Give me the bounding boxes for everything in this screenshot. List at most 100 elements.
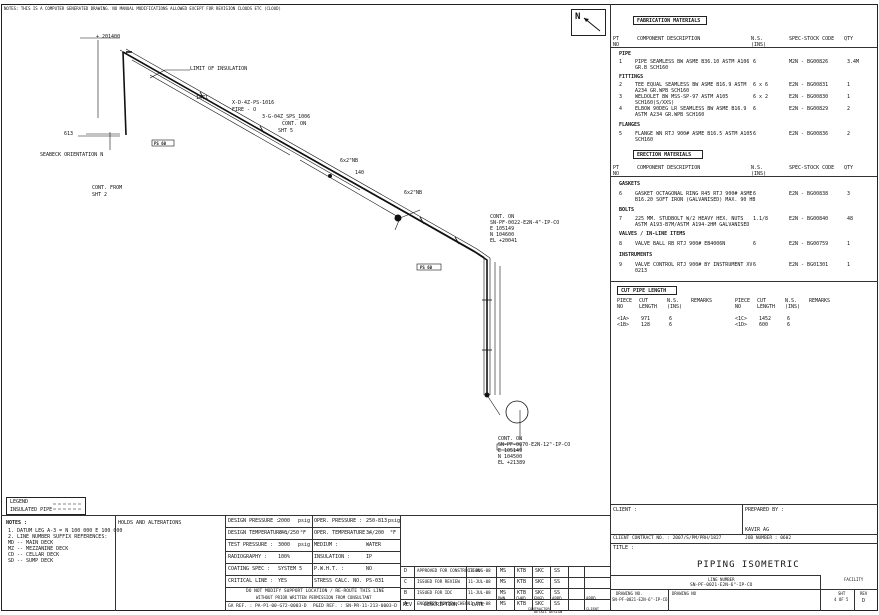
fabrication-title: FABRICATION MATERIALS bbox=[637, 18, 701, 24]
fab-row-5-spec: E2N - BG00836 bbox=[789, 131, 829, 137]
design-r4-value2: IP bbox=[366, 554, 373, 560]
weldolet-note: 6x2"NB bbox=[340, 158, 359, 164]
rev-row-2-desc: ISSUED FOR REVIEW bbox=[417, 579, 460, 584]
fab-row-1-desc2: GR.B SCH160 bbox=[635, 65, 669, 71]
rev-header-appd-client: APPD bbox=[586, 596, 596, 601]
rev-row-1-dwn: MS bbox=[500, 568, 507, 574]
ere-group-valves: VALVES / IN-LINE ITEMS bbox=[619, 231, 686, 237]
fab-group-pipe: PIPE bbox=[619, 51, 632, 57]
rev-row-2-appd: SS bbox=[554, 579, 561, 585]
note-line-6: SD -- SUMP DECK bbox=[8, 558, 54, 564]
dim-613: 613 bbox=[64, 131, 74, 137]
design-r2-unit2: °F bbox=[390, 530, 397, 536]
cut-header-length-1: CUT LENGTH bbox=[639, 298, 658, 310]
design-r2-value: -46/250 bbox=[278, 530, 300, 536]
erection-title-box bbox=[633, 150, 703, 159]
design-r1-unit: psig bbox=[298, 518, 311, 524]
design-r1-label2: OPER. PRESSURE : bbox=[314, 518, 363, 524]
right-panel-divider bbox=[610, 4, 611, 504]
pand-ref: P&ID REF. : SN-PR-11-213-0003-D bbox=[313, 604, 397, 609]
rev-rule-2 bbox=[400, 577, 610, 578]
weldolet-note-2: 6x2"NB bbox=[404, 190, 423, 196]
rev-header-desc: DESCRIPTION bbox=[424, 602, 458, 608]
notes-title: NOTES : bbox=[6, 520, 28, 526]
fab-row-4-ns: 6 bbox=[753, 106, 757, 112]
fab-header-qty: QTY bbox=[844, 36, 854, 42]
revision-headers: REV DESCRIPTION DATE DWN CHKD ENGD APPD … bbox=[400, 596, 610, 611]
fab-header-pt: PT NO bbox=[613, 36, 620, 48]
design-r6-label: CRITICAL LINE : bbox=[228, 578, 274, 584]
rev-rule-4 bbox=[400, 599, 610, 600]
fab-header-desc: COMPONENT DESCRIPTION bbox=[637, 36, 701, 42]
fab-group-flanges: FLANGES bbox=[619, 122, 641, 128]
fab-header-spec: SPEC-STOCK CODE bbox=[789, 36, 835, 42]
fab-row-3-ns: 6 x 2 bbox=[753, 94, 769, 100]
fab-row-1-desc: PIPE SEAMLESS BW ASME B36.10 ASTM A106 bbox=[635, 59, 750, 65]
ere-row-7-pt: 7 bbox=[619, 216, 623, 222]
rev-row-4-desc: ENGINEER REVIEW CHECK bbox=[417, 601, 470, 606]
revision-block: D APPROVED FOR CONSTRUCTION 13-AUG-08 MS… bbox=[400, 515, 610, 614]
rev-row-1-chkd: KTB bbox=[517, 568, 527, 574]
cut-row-1-piece-1: <1A> bbox=[617, 316, 630, 322]
ga-ref: GA REF. : PA-P1-00-G72-0003-D bbox=[228, 604, 307, 609]
rev-row-1-rev: D bbox=[404, 568, 408, 574]
line-number: SN-PF-0021-E2N-6"-IP-CO bbox=[690, 583, 753, 588]
cut-row-2-length-1: 128 bbox=[641, 322, 651, 328]
note-line-3: MD -- MAIN DECK bbox=[8, 540, 54, 546]
rev-col-1 bbox=[414, 566, 415, 611]
design-warning-2: WITHOUT PRIOR WRITTEN PERMISSION FROM CO… bbox=[256, 595, 372, 600]
fab-row-2-desc2: A234 GR.WPB SCH160 bbox=[635, 88, 690, 94]
cont-from: CONT. FROM bbox=[92, 185, 123, 191]
design-r5-label2: P.W.H.T. : bbox=[314, 566, 345, 572]
fab-row-4-pt: 4 bbox=[619, 106, 623, 112]
design-r2-value2: 34/200 bbox=[366, 530, 385, 536]
design-r4-label: RADIOGRAPHY : bbox=[228, 554, 268, 560]
design-rule-7 bbox=[226, 601, 400, 602]
rev-row-2-rev: C bbox=[404, 579, 408, 585]
design-r6-label2: STRESS CALC. NO. : bbox=[314, 578, 369, 584]
rev-row-1-date: 13-AUG-08 bbox=[468, 568, 491, 573]
north-arrow-box: N bbox=[571, 9, 606, 36]
rev-row-4-rev: A bbox=[404, 601, 408, 607]
cut-pipe-title: CUT PIPE LENGTH bbox=[621, 288, 667, 294]
north-arrow-icon bbox=[583, 17, 601, 32]
ere-row-9-desc2: 0213 bbox=[635, 268, 648, 274]
holds-title: HOLDS AND ALTERATIONS bbox=[118, 520, 182, 526]
design-r1-value2: 250-813 bbox=[366, 518, 388, 524]
fabrication-title-box bbox=[633, 16, 707, 25]
fab-row-1-pt: 1 bbox=[619, 59, 623, 65]
title-rule bbox=[610, 543, 878, 544]
pipe-ref-3: 3-G-04Z_SPS_1006 bbox=[262, 114, 311, 120]
line-number-rule bbox=[610, 575, 820, 576]
rev-row-1-appd: SS bbox=[554, 568, 561, 574]
rev-row-4-dwn: MS bbox=[500, 601, 507, 607]
ere-row-8-spec: E2N - BG00759 bbox=[789, 241, 829, 247]
ere-header-pt: PT NO bbox=[613, 165, 620, 177]
design-r3-value: 3000 bbox=[278, 542, 291, 548]
rev-row-3-engd: SKC bbox=[535, 590, 545, 596]
rev-col-4 bbox=[514, 566, 515, 611]
rev-col-5 bbox=[532, 566, 533, 611]
ere-header-rule bbox=[611, 176, 877, 177]
cut-row-1-length-1: 971 bbox=[641, 316, 651, 322]
fab-row-2-pt: 2 bbox=[619, 82, 623, 88]
rev-rule-3 bbox=[400, 588, 610, 589]
limit-of-insulation-label: LIMIT OF INSULATION bbox=[190, 66, 248, 72]
line-number-label: LINE NUMBER bbox=[708, 577, 735, 582]
drawing-title: PIPING ISOMETRIC bbox=[697, 560, 800, 570]
rev-row-1-desc: APPROVED FOR CONSTRUCTION bbox=[417, 568, 481, 573]
rev-row-1-engd: SKC bbox=[535, 568, 545, 574]
cut-header-length-2: CUT LENGTH bbox=[757, 298, 776, 310]
dwg-divider bbox=[668, 589, 669, 611]
cut-row-2-piece-2: <1D> bbox=[735, 322, 748, 328]
cont-on-3-n: N 104500 bbox=[498, 454, 523, 460]
ere-row-8-pt: 8 bbox=[619, 241, 623, 247]
design-r1-unit2: psig bbox=[388, 518, 401, 524]
dwg-rule bbox=[610, 589, 878, 590]
design-data: DESIGN PRESSURE : 2000 psig OPER. PRESSU… bbox=[226, 515, 400, 611]
fab-row-3-spec: E2N - BG00830 bbox=[789, 94, 829, 100]
title-block-divider bbox=[610, 504, 611, 611]
rev-row-3-date: 11-JUL-08 bbox=[468, 590, 491, 595]
cont-on-2: CONT. ON bbox=[490, 214, 515, 220]
design-rule-1 bbox=[226, 527, 400, 528]
